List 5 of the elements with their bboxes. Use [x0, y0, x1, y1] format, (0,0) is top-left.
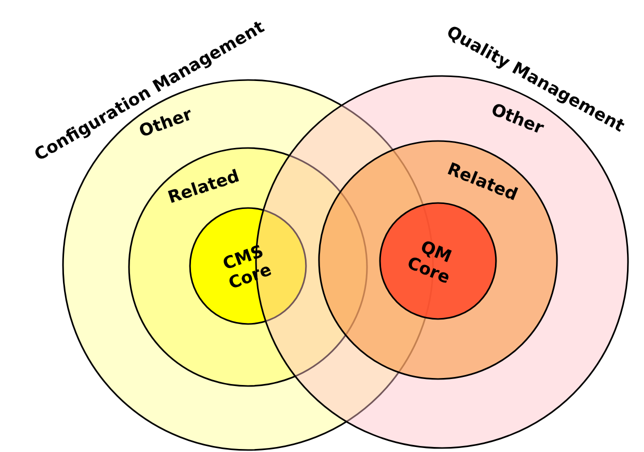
circle-zone — [318, 140, 558, 380]
circle-zone — [379, 202, 497, 320]
circle-zone — [189, 207, 307, 325]
zone-label: QM Core — [403, 236, 456, 290]
zone-label: CMS Core — [219, 240, 276, 296]
